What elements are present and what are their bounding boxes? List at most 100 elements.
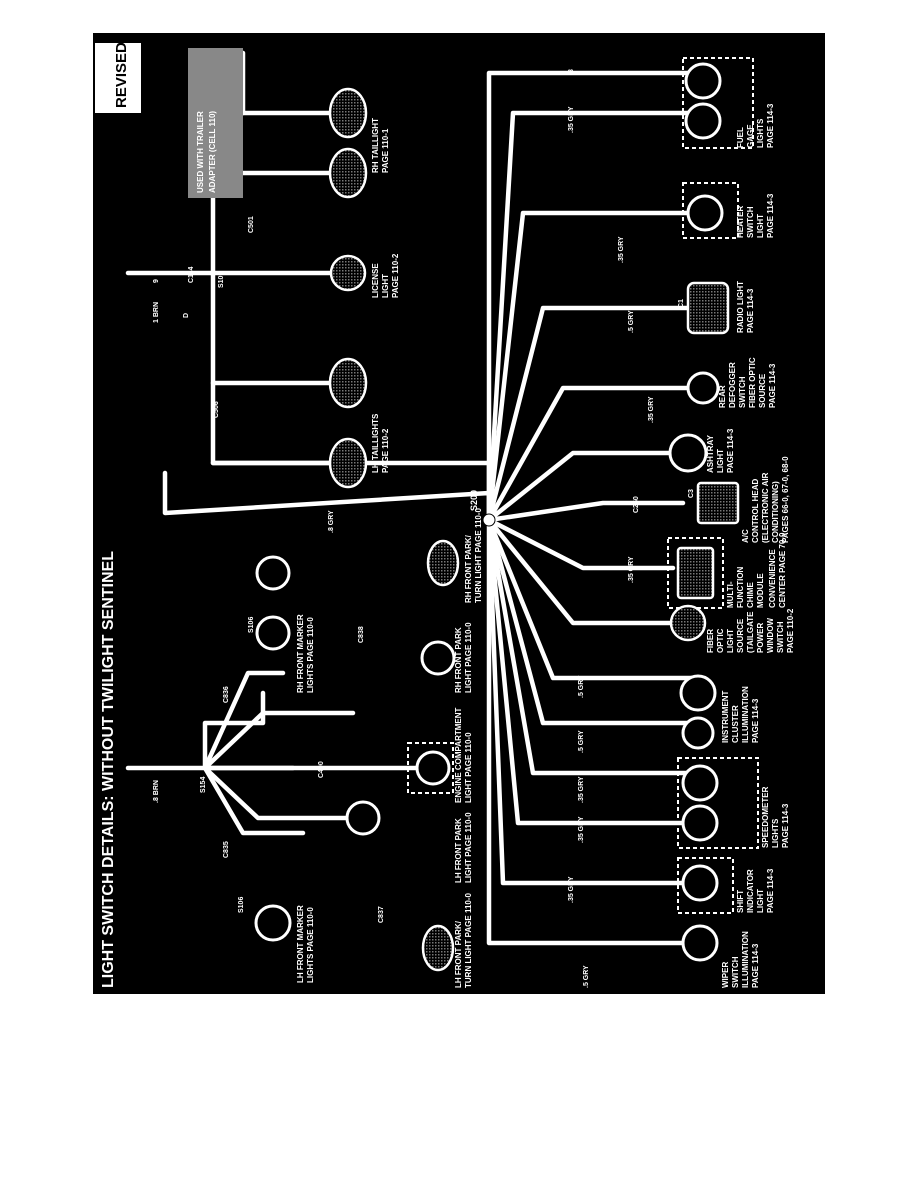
rh-marker-label: RH FRONT MARKER (296, 614, 305, 693)
engine-label-2: LIGHT PAGE 110-0 (464, 732, 473, 803)
lh-park-turn-bulb (421, 924, 455, 972)
conn-c1: C1 (678, 299, 685, 308)
mfc-label-6: CENTER PAGE 70-0 (778, 532, 787, 608)
wire-ac (486, 500, 686, 523)
conn-c400: C400 (318, 761, 325, 778)
rh-taillight-label: RH TAILLIGHT (371, 118, 380, 173)
lh-marker-label-2: LIGHTS PAGE 110-0 (306, 907, 315, 983)
wire-label-1brn: 1 BRN (153, 302, 160, 323)
ashtray-label-2: LIGHT (716, 449, 725, 473)
fiber-label-4: SOURCE (736, 618, 745, 653)
ac-label-3: (ELECTRONIC AIR (761, 472, 770, 543)
shift-label-4: PAGE 114-3 (766, 868, 775, 913)
shift-label-3: LIGHT (756, 889, 765, 913)
fiber-label: FIBER (706, 629, 715, 653)
wiper-bulb (681, 924, 719, 962)
rh-taillight-b (328, 147, 368, 199)
radio-light-bulb (686, 281, 730, 335)
heater-box (682, 182, 739, 239)
engine-box (407, 742, 454, 794)
note-badge-line2: ADAPTER (CELL 110) (208, 111, 217, 193)
wire-speedo-b (486, 517, 696, 826)
mfc-inner (676, 546, 715, 600)
conn-c837: C837 (378, 906, 385, 923)
heater-bulb (686, 194, 724, 232)
mfc-label-2: FUNCTION (736, 566, 745, 608)
defogger-label-4: FIBER OPTIC (748, 357, 757, 408)
speedo-box (677, 757, 759, 849)
license-bulb (329, 254, 367, 292)
rh-marker-label-2: LIGHTS PAGE 110-0 (306, 617, 315, 693)
gry-feed-wire (162, 470, 492, 523)
conn-c3: C3 (688, 489, 695, 498)
rh-park-turn-bulb (426, 539, 460, 587)
wire-label-8: 8 (568, 69, 575, 73)
wiper-label-3: ILLUMINATION (741, 931, 750, 988)
fiber-label-3: LIGHT (726, 629, 735, 653)
defogger-label-3: SWITCH (738, 376, 747, 408)
mfc-label: MULTI- (726, 581, 735, 608)
rh-marker-bulb-b (255, 555, 291, 591)
wire-label-gry35c: .35 GRY (648, 396, 655, 423)
conn-c501: C501 (248, 216, 255, 233)
fiber-label-9: PAGE 110-2 (786, 608, 795, 653)
lh-park-turn-label: LH FRONT PARK/ (454, 920, 463, 988)
cluster-bulb-a (679, 674, 717, 712)
wire-label-gry5c: .5 GRY (578, 675, 585, 698)
speedo-label-2: LIGHTS (771, 818, 780, 848)
wire-label-gry35b: .35 GRY (618, 236, 625, 263)
wire-label-gry5: .5 GRY (583, 965, 590, 988)
lh-marker-bulb (254, 904, 292, 942)
defogger-label-6: PAGE 114-3 (768, 363, 777, 408)
wire-rh-marker (202, 670, 286, 771)
rh-park-turn-label: RH FRONT PARK/ (464, 534, 473, 603)
ac-label-4: CONDITIONING) (771, 481, 780, 543)
heater-label-4: PAGE 114-3 (766, 193, 775, 238)
wire-defogger (486, 385, 706, 523)
ac-label: A/C (741, 529, 750, 543)
rh-park-turn-label-2: TURN LIGHT PAGE 110-0 (474, 507, 483, 603)
wire-label-gry35f: .35 GRY (578, 816, 585, 843)
speedo-bulb-a (681, 764, 719, 802)
conn-c835: C835 (223, 841, 230, 858)
defogger-label: REAR (718, 385, 727, 408)
wire-rh-front (202, 710, 356, 771)
lh-park-bulb (345, 800, 381, 836)
shift-label: SHIFT (736, 890, 745, 913)
ac-label-2: CONTROL HEAD (751, 478, 760, 543)
wire-label-gry35e: .35 GRY (578, 776, 585, 803)
cluster-label-4: PAGE 114-3 (751, 698, 760, 743)
wire-lh-down (202, 765, 306, 836)
wire-mfc (486, 517, 676, 571)
fiber-label-2: OPTIC (716, 628, 725, 653)
rh-park-label: RH FRONT PARK (454, 627, 463, 693)
wire-ashtray (486, 450, 686, 523)
lh-park-turn-label-2: TURN LIGHT PAGE 110-0 (464, 892, 473, 988)
shift-label-2: INDICATOR (746, 869, 755, 913)
shift-box (677, 857, 734, 914)
rh-park-bulb (420, 640, 456, 676)
fiber-label-7: WINDOW (766, 617, 775, 653)
license-label: LICENSE (371, 263, 380, 298)
note-badge-line1: USED WITH TRAILER (196, 111, 205, 193)
ashtray-label-3: PAGE 114-3 (726, 428, 735, 473)
conn-s154: S154 (200, 777, 207, 793)
wire-shift (486, 517, 696, 886)
lh-marker-label: LH FRONT MARKER (296, 905, 305, 983)
speedo-label: SPEEDOMETER (761, 786, 770, 848)
conn-c506: C506 (213, 401, 220, 418)
cluster-label: INSTRUMENT (721, 690, 730, 743)
fuel-gage-bulb-b (684, 102, 722, 140)
conn-s106a: S106 (238, 897, 245, 913)
wire-label-9: 9 (153, 279, 160, 283)
cluster-label-3: ILLUMINATION (741, 686, 750, 743)
license-label-3: PAGE 110-2 (391, 253, 400, 298)
wire-label-gry35d: .35 GRY (628, 556, 635, 583)
fiber-label-8: SWITCH (776, 621, 785, 653)
lh-taillight-b (328, 437, 368, 489)
wire-fiber (486, 517, 686, 626)
fuel-gage-label-3: LIGHTS (756, 118, 765, 148)
wire-fuel-b (486, 110, 696, 523)
fiber-label-5: (TAILGATE (746, 611, 755, 653)
cluster-bulb-b (681, 716, 715, 750)
